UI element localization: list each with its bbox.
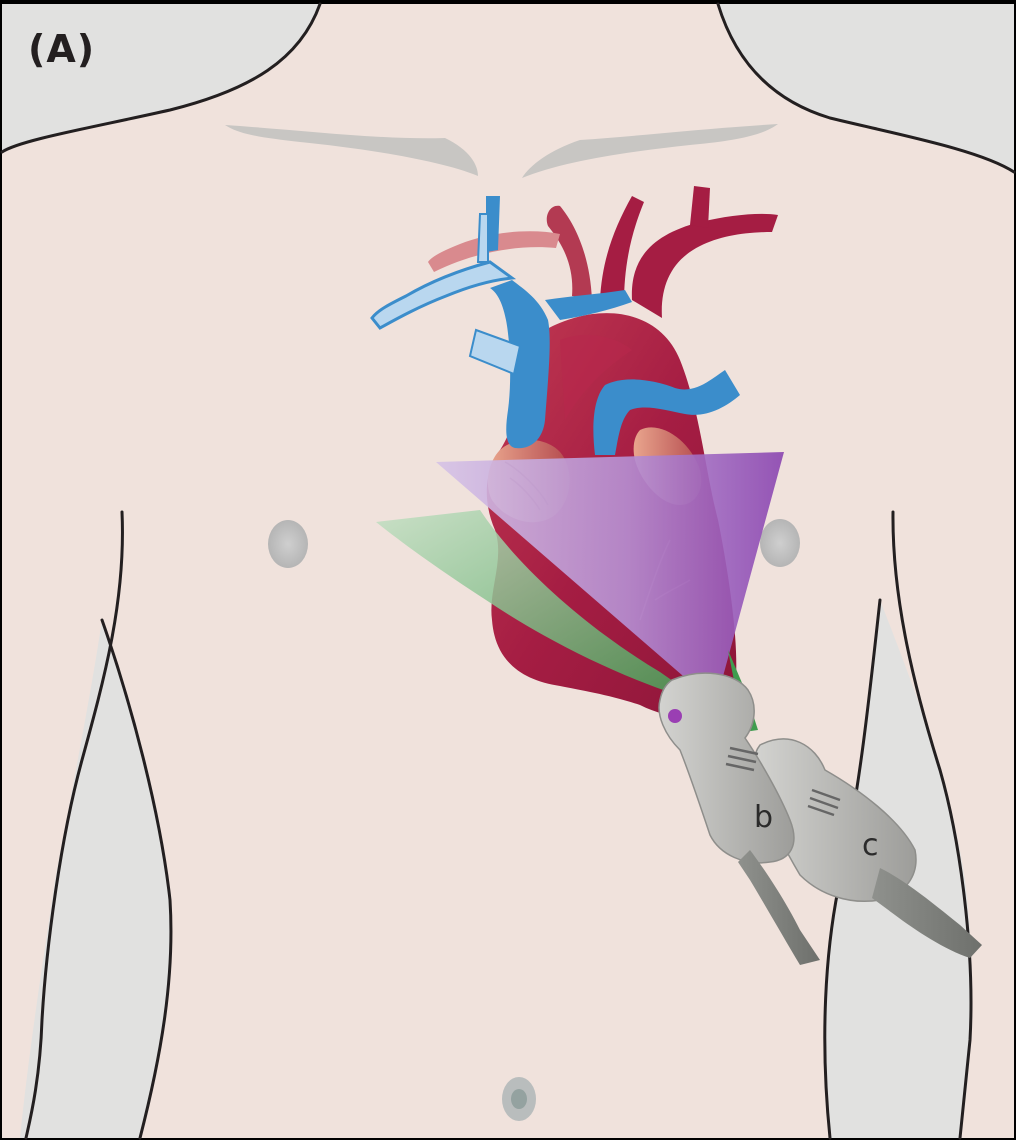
right-nipple: [760, 519, 800, 567]
left-nipple: [268, 520, 308, 568]
probe-b-label: b: [754, 800, 773, 835]
jugular-vein-left: [478, 214, 488, 262]
navel-center: [511, 1089, 527, 1109]
probe-b-orientation-marker: [668, 709, 682, 723]
panel-label: (A): [28, 30, 95, 68]
probe-c-label: c: [862, 828, 879, 863]
